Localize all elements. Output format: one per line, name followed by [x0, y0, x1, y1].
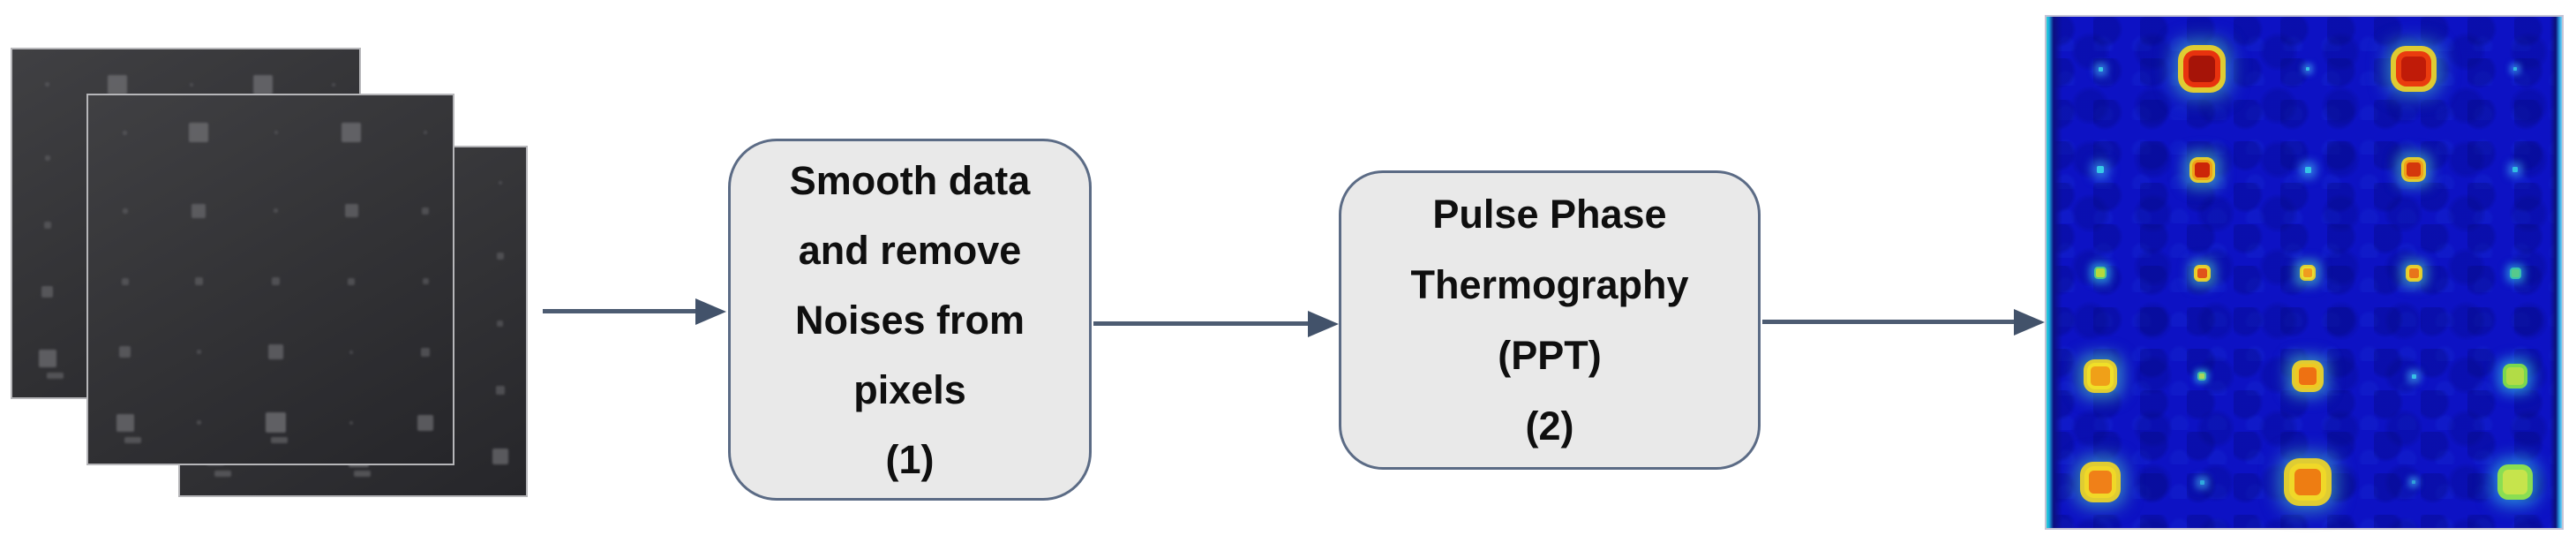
- box-text-line: Smooth data: [789, 157, 1031, 203]
- thermal-defect-dot: [2304, 166, 2311, 173]
- thermal-defect-dot: [2294, 469, 2321, 495]
- thermal-defect-dot: [2306, 67, 2309, 71]
- thermal-defect-dot: [2411, 373, 2416, 379]
- panel-defect-dot: [421, 347, 430, 357]
- box-text-line: (PPT): [1498, 332, 1602, 378]
- panel-defect-dot: [497, 320, 504, 327]
- panel-bottom-dash: [124, 437, 141, 444]
- panel-defect-dot: [123, 130, 128, 135]
- panel-defect-dot: [498, 180, 502, 185]
- panel-defect-dot: [45, 82, 50, 87]
- panel-defect-dot: [252, 74, 273, 94]
- panel-defect-dot: [349, 420, 354, 425]
- panel-defect-dot: [194, 277, 203, 285]
- box-text-line: Pulse Phase: [1432, 191, 1667, 237]
- arrowhead-icon: [2014, 308, 2045, 336]
- panel-defect-dot: [189, 82, 193, 87]
- thermal-defect-dot: [2512, 167, 2518, 172]
- panel-defect-dot: [41, 286, 54, 298]
- panel-defect-dot: [274, 208, 279, 213]
- panel-defect-dot: [348, 277, 356, 285]
- thermal-defect-dot: [2407, 162, 2421, 177]
- panel-bottom-dash: [46, 373, 64, 380]
- thermal-defect-dot: [2503, 470, 2527, 494]
- panel-defect-dot: [268, 344, 284, 359]
- box-text-line: Thermography: [1410, 261, 1689, 307]
- thermal-defect-dot: [2412, 480, 2415, 484]
- thermal-defect-dot: [2299, 367, 2317, 385]
- panel-defect-dot: [349, 350, 354, 354]
- thermal-defect-dot: [2097, 166, 2104, 173]
- panel-defect-dot: [43, 222, 51, 229]
- panel-defect-dot: [424, 131, 427, 135]
- flow-arrow-2: [1093, 310, 1339, 337]
- panel-defect-dot: [274, 131, 278, 135]
- panel-defect-dot: [122, 207, 128, 214]
- box-text-line: Noises from: [794, 297, 1025, 343]
- panel-defect-dot: [495, 385, 505, 395]
- panel-defect-dot: [422, 207, 429, 215]
- thermal-phase-image: [2045, 15, 2564, 530]
- thermal-defect-dot: [2401, 57, 2426, 81]
- stack-frame-front: [86, 94, 454, 465]
- panel-defect-dot: [116, 413, 134, 432]
- panel-defect-dot: [38, 350, 56, 368]
- process-box-smooth-data: Smooth data and remove Noises from pixel…: [728, 139, 1092, 501]
- flow-arrow-3: [1762, 308, 2045, 336]
- panel-defect-dot: [189, 123, 209, 143]
- box-text-line: pixels: [853, 366, 966, 412]
- thermal-defect-dot: [2513, 67, 2517, 71]
- panel-defect-dot: [496, 253, 504, 260]
- thermal-defect-dot: [2506, 367, 2524, 385]
- box-text-line: (1): [885, 436, 935, 482]
- panel-defect-dot: [44, 155, 50, 162]
- thermal-defect-dot: [2408, 268, 2419, 278]
- thermal-defect-dot: [2511, 268, 2520, 277]
- panel-defect-dot: [121, 277, 129, 285]
- process-box-ppt: Pulse Phase Thermography (PPT) (2): [1339, 170, 1761, 470]
- thermal-defect-dot: [2189, 56, 2215, 82]
- panel-defect-dot: [422, 278, 429, 284]
- box-text-line: and remove: [798, 227, 1022, 273]
- thermal-defect-dot: [2194, 162, 2210, 177]
- thermal-defect-dot: [2098, 66, 2103, 72]
- panel-defect-dot: [272, 277, 281, 285]
- thermal-right-edge-gradient: [2550, 17, 2562, 528]
- thermal-defect-dot: [2089, 471, 2112, 494]
- thermal-defect-dot: [2303, 268, 2312, 277]
- thermal-left-edge-gradient: [2047, 17, 2062, 528]
- flow-arrow-1: [543, 298, 726, 325]
- panel-bottom-dash: [214, 471, 231, 478]
- panel-defect-dot: [344, 204, 358, 217]
- arrowhead-icon: [1308, 310, 1339, 337]
- thermal-defect-dot: [2199, 373, 2204, 379]
- panel-defect-dot: [331, 82, 335, 87]
- thermal-defect-dot: [2197, 268, 2207, 278]
- panel-defect-dot: [342, 123, 362, 143]
- panel-defect-dot: [196, 350, 201, 354]
- arrowhead-icon: [695, 298, 726, 325]
- thermal-defect-dot: [2096, 268, 2105, 277]
- thermal-defect-dot: [2199, 479, 2204, 485]
- panel-defect-dot: [492, 449, 508, 465]
- thermal-defect-dot: [2091, 366, 2110, 386]
- panel-defect-dot: [108, 74, 128, 94]
- panel-defect-dot: [192, 203, 207, 218]
- panel-bottom-dash: [271, 437, 289, 444]
- panel-defect-dot: [266, 412, 287, 433]
- panel-bottom-dash: [353, 471, 371, 478]
- panel-defect-dot: [417, 414, 433, 431]
- panel-defect-dot: [119, 346, 131, 358]
- box-text-line: (2): [1525, 403, 1574, 449]
- panel-defect-dot: [196, 420, 201, 425]
